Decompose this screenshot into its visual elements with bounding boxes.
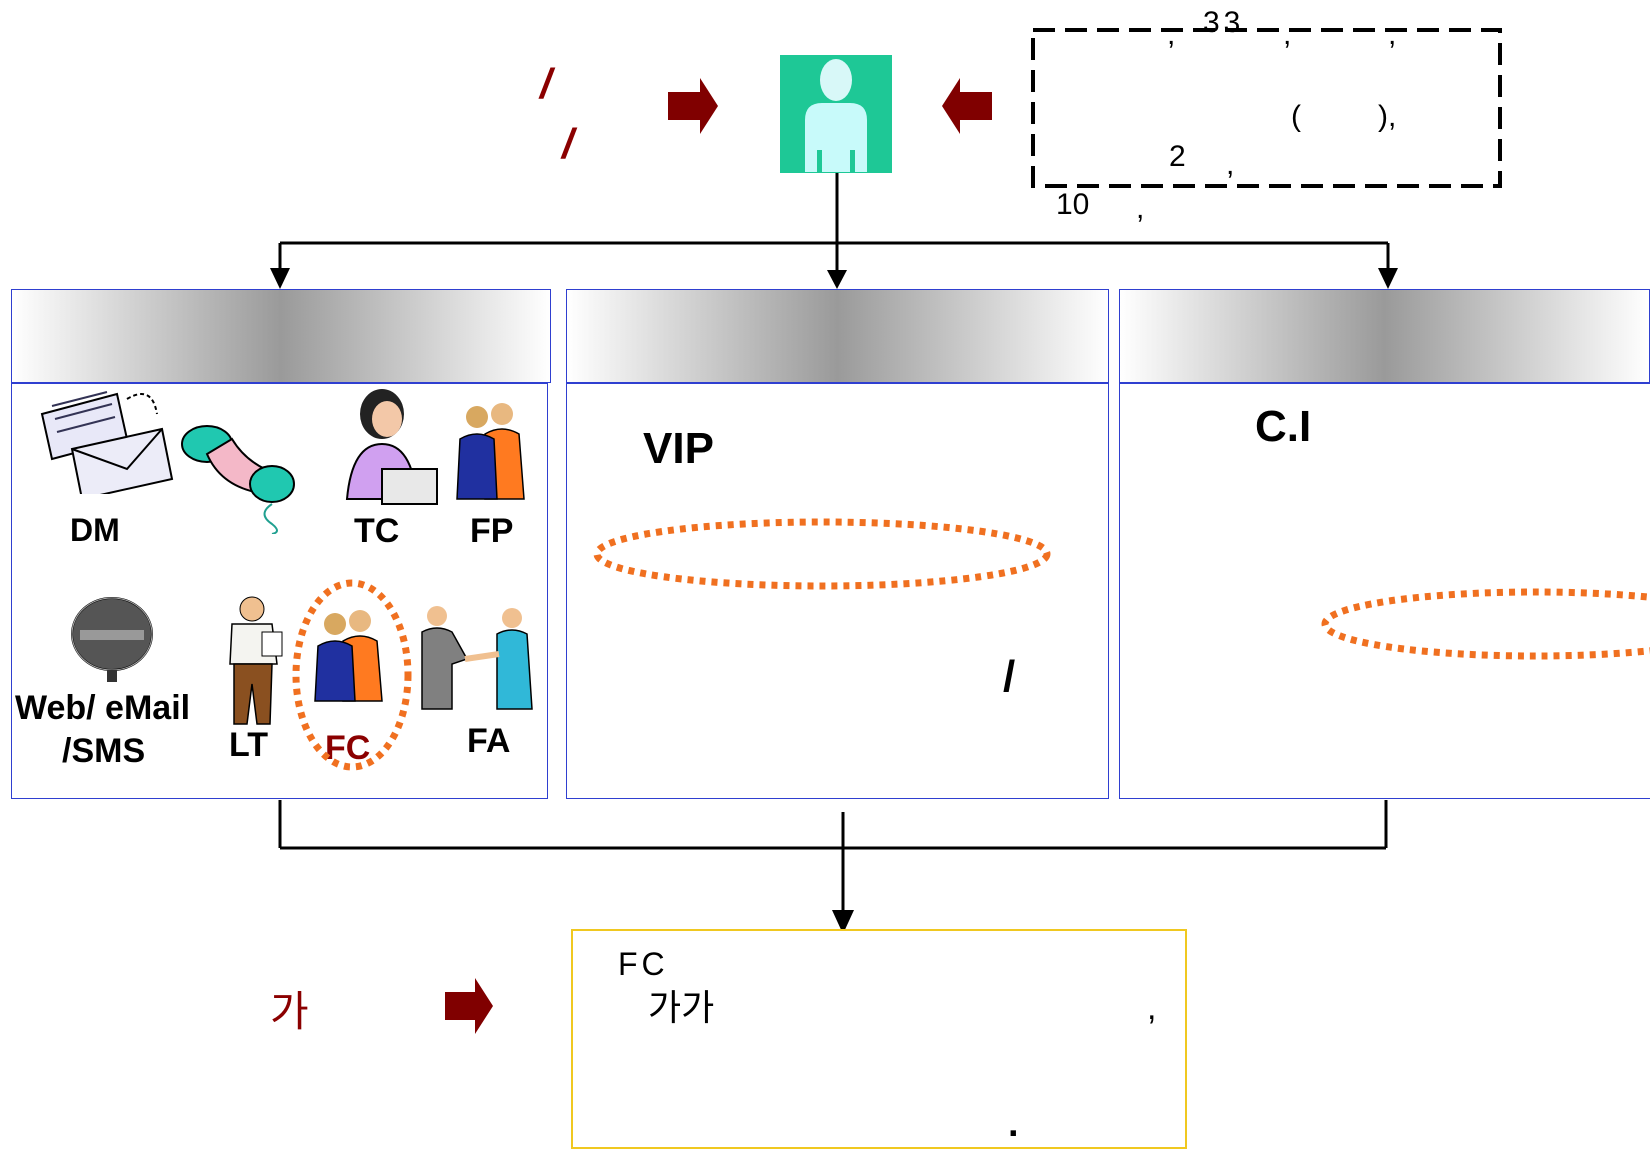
channel-label-fp: FP (470, 512, 514, 550)
dash-t3: , (1283, 18, 1292, 51)
result-comma: , (1147, 989, 1157, 1027)
middle-panel: VIP / (566, 383, 1109, 799)
right-header (1119, 289, 1650, 383)
channel-label-fc: FC (325, 729, 371, 767)
dash-t1: , (1167, 18, 1176, 51)
result-line-1: FC (618, 946, 669, 982)
telemarketer-icon (345, 389, 438, 505)
ci-label: C.I (1255, 402, 1312, 451)
mark-2: / (562, 120, 574, 167)
channels-header (11, 289, 551, 383)
channel-label-dm: DM (70, 512, 120, 548)
dash-t8: , (1226, 148, 1235, 181)
bottom-left-label: 가 (270, 988, 309, 1035)
channel-label-tc: TC (354, 512, 400, 550)
arrow-left-icon (942, 78, 992, 134)
highlight-ellipse (593, 518, 1051, 590)
businessman-icon (229, 596, 283, 725)
mark-1: / (540, 60, 552, 107)
highlight-circle (292, 579, 412, 771)
globe-icon (71, 597, 153, 682)
arrow-right-icon (668, 78, 718, 134)
dashed-box-text: , 33 , , ( ), 2 , 10 , (1033, 0, 1500, 230)
channel-label-sms: /SMS (62, 732, 146, 770)
channels-panel: DM TC FP Web/ eMail /SMS LT (11, 383, 548, 799)
channel-label-lt: LT (229, 726, 269, 764)
people-icon (456, 403, 525, 500)
result-line-2: 가가 (648, 987, 715, 1028)
right-panel: C.I (1119, 383, 1650, 799)
dash-t2: 33 (1203, 6, 1245, 39)
phone-icon (181, 425, 295, 534)
dash-t5: ( (1291, 100, 1301, 133)
result-box: FC 가가 , . (571, 929, 1187, 1149)
channel-label-web: Web/ eMail (15, 689, 191, 727)
dash-t4: , (1388, 18, 1397, 51)
person-icon (780, 55, 892, 173)
vip-label: VIP (643, 424, 714, 473)
dash-t9: 10 (1056, 188, 1090, 221)
dash-t10: , (1136, 192, 1145, 225)
people-icon (314, 610, 383, 702)
middle-header (566, 289, 1109, 383)
dash-t6: ), (1378, 100, 1397, 133)
channel-label-fa: FA (467, 722, 511, 760)
handshake-icon (421, 606, 533, 710)
arrow-right-bottom-icon (445, 978, 493, 1034)
result-period: . (1008, 1103, 1019, 1145)
envelope-icon (40, 391, 174, 494)
slash-label: / (1003, 652, 1016, 701)
highlight-ellipse (1321, 588, 1650, 660)
dash-t7: 2 (1169, 140, 1186, 173)
